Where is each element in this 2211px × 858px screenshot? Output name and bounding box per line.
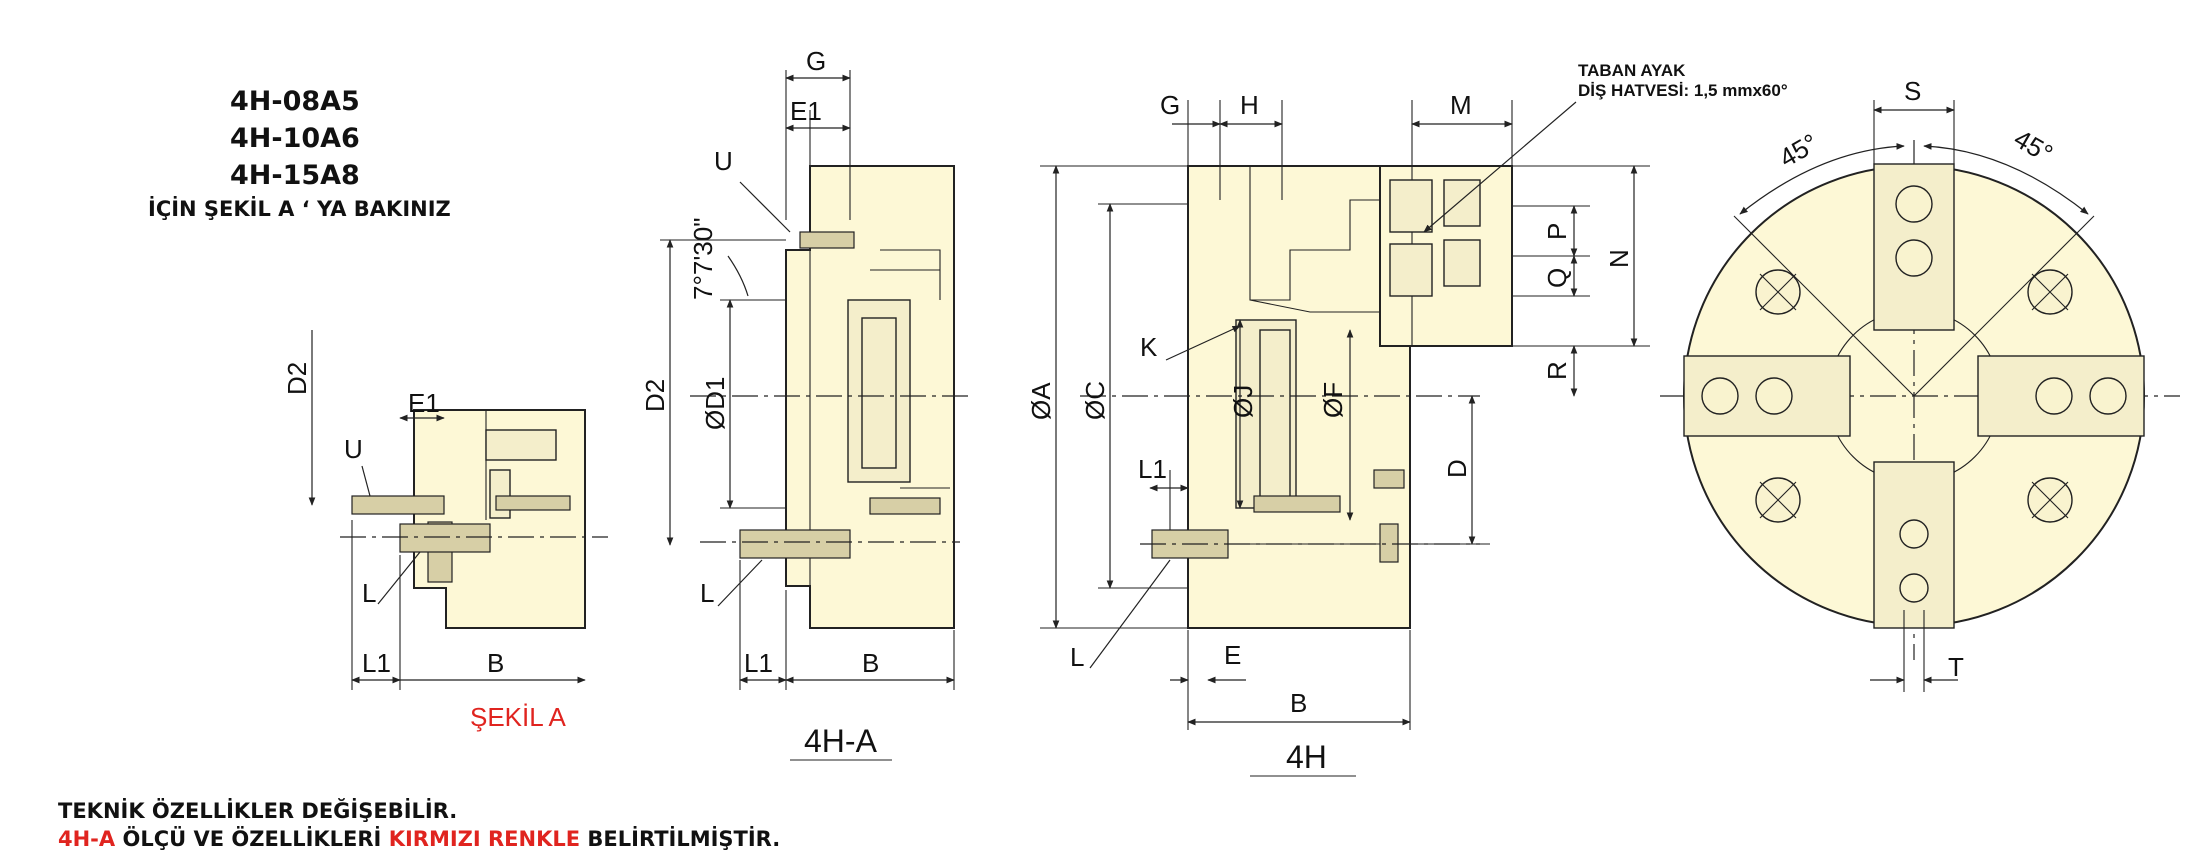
figure-4ha-e1-label: E1 bbox=[790, 96, 822, 126]
figure-4ha-g-label: G bbox=[806, 46, 826, 76]
figure-4h-k-label: K bbox=[1140, 332, 1158, 362]
front-t-label: T bbox=[1948, 652, 1964, 682]
figure-4ha-caption: 4H-A bbox=[804, 723, 878, 759]
figure-4h-e-label: E bbox=[1224, 640, 1241, 670]
figure-a-l1-label: L1 bbox=[362, 648, 391, 678]
figure-4h-h-label: H bbox=[1240, 90, 1259, 120]
figure-4ha: G E1 U 7°7'30" D2 ØD1 L L1 B 4H-A bbox=[640, 46, 970, 761]
jaw-screw bbox=[1899, 519, 1929, 549]
figure-a-screw bbox=[495, 495, 571, 511]
model-2: 4H-10A6 bbox=[230, 123, 360, 154]
figure-4h-b-label: B bbox=[1290, 688, 1307, 718]
front-s-label: S bbox=[1904, 76, 1921, 106]
figure-a-d2-label: D2 bbox=[282, 362, 312, 395]
figure-a-caption: ŞEKİL A bbox=[470, 702, 567, 732]
footer-4ha-highlight: 4H-A bbox=[58, 827, 116, 851]
figure-a-bolt-l bbox=[399, 523, 491, 553]
figure-4h-g-label: G bbox=[1160, 90, 1180, 120]
figure-a-e1-label: E1 bbox=[408, 388, 440, 418]
footer-text-end: BELİRTİLMİŞTİR. bbox=[580, 826, 780, 851]
figure-4h-a-label: ØA bbox=[1026, 382, 1056, 420]
figure-4ha-d1-label: ØD1 bbox=[700, 377, 730, 430]
figure-4h-n-label: N bbox=[1604, 249, 1634, 268]
footer-line-2: 4H-A ÖLÇÜ VE ÖZELLİKLERİ KIRMIZI RENKLE … bbox=[58, 826, 780, 851]
model-3: 4H-15A8 bbox=[230, 160, 360, 191]
jaw-screw bbox=[1895, 239, 1933, 277]
jaw-screw bbox=[1755, 377, 1793, 415]
figure-a-u-label: U bbox=[344, 434, 363, 464]
figure-a-insert bbox=[489, 469, 511, 519]
figure-4h-d-label: D bbox=[1442, 459, 1472, 478]
figure-4h-nut-2 bbox=[1443, 239, 1481, 287]
figure-4ha-d2-label: D2 bbox=[640, 379, 670, 412]
front-angle-left-label: 45° bbox=[1774, 128, 1823, 174]
jaw-screw bbox=[1701, 377, 1739, 415]
model-1: 4H-08A5 bbox=[230, 86, 360, 117]
figure-4h-jaw-tooth-1 bbox=[1389, 179, 1433, 233]
figure-4ha-b-label: B bbox=[862, 648, 879, 678]
figure-a-body bbox=[413, 409, 586, 629]
figure-4h-callout-line1: TABAN AYAK bbox=[1578, 61, 1686, 80]
figure-4h-j-label: ØJ bbox=[1228, 385, 1258, 418]
figure-4ha-jaw-inner bbox=[861, 317, 897, 469]
figure-4h-screw bbox=[1253, 495, 1341, 513]
front-angle-right-label: 45° bbox=[2009, 123, 2058, 169]
figure-4ha-l-label: L bbox=[700, 578, 714, 608]
figure-4h-l-label: L bbox=[1070, 642, 1084, 672]
figure-4ha-bolt-l bbox=[739, 529, 851, 559]
figure-4h-pin bbox=[1373, 469, 1405, 489]
figure-4ha-bolt-u bbox=[799, 231, 855, 249]
model-list: 4H-08A5 4H-10A6 4H-15A8 İÇİN ŞEKİL A ‘ Y… bbox=[148, 86, 451, 221]
jaw-screw bbox=[1899, 573, 1929, 603]
figure-4h-p-label: P bbox=[1542, 223, 1572, 240]
figure-4h-bolt-head bbox=[1379, 523, 1399, 563]
footer-red-highlight: KIRMIZI RENKLE bbox=[389, 827, 580, 851]
figure-4h-r-label: R bbox=[1542, 361, 1572, 380]
figure-a-slot bbox=[485, 429, 557, 461]
see-figure-note: İÇİN ŞEKİL A ‘ YA BAKINIZ bbox=[148, 196, 451, 221]
figure-4h-q-label: Q bbox=[1542, 268, 1572, 288]
footer-line-1: TEKNİK ÖZELLİKLER DEĞİŞEBİLİR. bbox=[58, 798, 457, 823]
figure-a-b-label: B bbox=[487, 648, 504, 678]
jaw-screw bbox=[1895, 185, 1933, 223]
figure-4h-f-label: ØF bbox=[1318, 382, 1348, 418]
figure-4h-slider-inner bbox=[1259, 329, 1291, 501]
figure-4h-caption: 4H bbox=[1286, 739, 1327, 775]
figure-4h-m-label: M bbox=[1450, 90, 1472, 120]
footer-text-part: ÖLÇÜ VE ÖZELLİKLERİ bbox=[115, 826, 389, 851]
jaw-screw bbox=[2035, 377, 2073, 415]
jaw-screw bbox=[2089, 377, 2127, 415]
figure-4ha-angle-label: 7°7'30" bbox=[688, 218, 718, 300]
figure-4ha-u-label: U bbox=[714, 146, 733, 176]
figure-4h-l1-label: L1 bbox=[1138, 454, 1167, 484]
figure-a: D2 E1 U L L1 B ŞEKİL A bbox=[282, 330, 608, 732]
figure-4h-body bbox=[1187, 165, 1411, 629]
figure-4ha-l1-label: L1 bbox=[744, 648, 773, 678]
figure-4h: G H M TABAN AYAK DİŞ HATVESİ: 1,5 mmx60°… bbox=[1026, 61, 1788, 777]
figure-4ha-screw bbox=[869, 497, 941, 515]
figure-4h-c-label: ØC bbox=[1080, 381, 1110, 420]
figure-a-l-label: L bbox=[362, 578, 376, 608]
figure-a-bolt-u bbox=[351, 495, 445, 515]
figure-4h-jaw-tooth-2 bbox=[1389, 243, 1433, 297]
figure-4h-nut-1 bbox=[1443, 179, 1481, 227]
front-view: 45° 45° S T bbox=[1660, 76, 2180, 692]
figure-4h-callout-line2: DİŞ HATVESİ: 1,5 mmx60° bbox=[1578, 81, 1788, 100]
footer-notes: TEKNİK ÖZELLİKLER DEĞİŞEBİLİR. 4H-A ÖLÇÜ… bbox=[58, 798, 780, 851]
